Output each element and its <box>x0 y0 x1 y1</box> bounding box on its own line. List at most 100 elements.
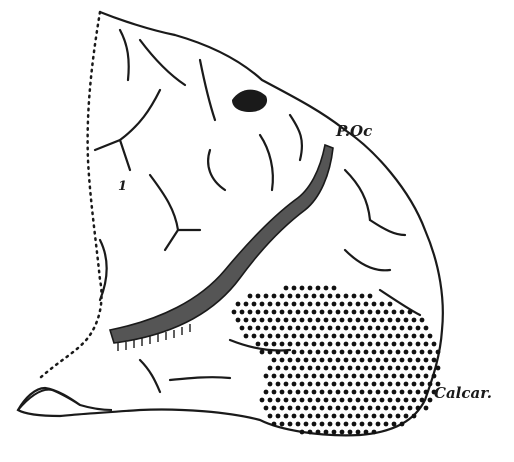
stipple-dot <box>288 342 293 347</box>
stipple-dot <box>376 374 381 379</box>
stipple-dot <box>276 398 281 403</box>
stipple-dot <box>372 382 377 387</box>
stipple-dot <box>392 406 397 411</box>
stipple-dot <box>284 286 289 291</box>
stipple-dot <box>344 406 349 411</box>
stipple-dot <box>340 398 345 403</box>
hemisphere-outline <box>18 12 443 435</box>
stipple-dot <box>268 414 273 419</box>
stipple-dot <box>352 358 357 363</box>
stipple-dot <box>340 382 345 387</box>
stipple-dot <box>256 310 261 315</box>
stipple-dot <box>248 326 253 331</box>
stipple-dot <box>320 358 325 363</box>
stipple-dot <box>328 358 333 363</box>
dark-patch <box>232 90 267 112</box>
stipple-dot <box>320 310 325 315</box>
stipple-dot <box>284 382 289 387</box>
stipple-dot <box>428 366 433 371</box>
stipple-dot <box>336 390 341 395</box>
stipple-dot <box>388 318 393 323</box>
stipple-dot <box>396 366 401 371</box>
stipple-dot <box>412 414 417 419</box>
stipple-dot <box>384 406 389 411</box>
stipple-dot <box>280 326 285 331</box>
stipple-dot <box>272 326 277 331</box>
stipple-dot <box>336 374 341 379</box>
stipple-dot <box>356 302 361 307</box>
stipple-dot <box>276 318 281 323</box>
stipple-dot <box>288 374 293 379</box>
stipple-dot <box>344 294 349 299</box>
stipple-dot <box>276 334 281 339</box>
stipple-dot <box>344 390 349 395</box>
stipple-dot <box>340 334 345 339</box>
stipple-dot <box>332 318 337 323</box>
stipple-dot <box>284 366 289 371</box>
stipple-dot <box>400 326 405 331</box>
stipple-dot <box>380 334 385 339</box>
stipple-dot <box>396 334 401 339</box>
stipple-dot <box>236 318 241 323</box>
stipple-dot <box>308 366 313 371</box>
stipple-dot <box>288 326 293 331</box>
stipple-dot <box>284 414 289 419</box>
stipple-dot <box>336 310 341 315</box>
stipple-dot <box>348 334 353 339</box>
stipple-dot <box>300 318 305 323</box>
stipple-dot <box>392 390 397 395</box>
stipple-dot <box>324 366 329 371</box>
stipple-dot <box>372 302 377 307</box>
stipple-dot <box>296 342 301 347</box>
stipple-dot <box>352 406 357 411</box>
stipple-dot <box>384 310 389 315</box>
stipple-dot <box>252 334 257 339</box>
stipple-dot <box>372 414 377 419</box>
stipple-dot <box>324 334 329 339</box>
stipple-dot <box>312 422 317 427</box>
stipple-dot <box>412 366 417 371</box>
stipple-dot <box>280 374 285 379</box>
stipple-dot <box>304 390 309 395</box>
stipple-dot <box>328 294 333 299</box>
stipple-dot <box>404 398 409 403</box>
stipple-dot <box>320 390 325 395</box>
stipple-dot <box>336 358 341 363</box>
stipple-dot <box>280 358 285 363</box>
stipple-dot <box>420 382 425 387</box>
stipple-dot <box>412 334 417 339</box>
stipple-dot <box>284 302 289 307</box>
stipple-dot <box>404 414 409 419</box>
stipple-dot <box>320 294 325 299</box>
stipple-dot <box>348 414 353 419</box>
stipple-dot <box>292 334 297 339</box>
stipple-dot <box>372 334 377 339</box>
stipple-dot <box>404 318 409 323</box>
stipple-dot <box>396 350 401 355</box>
stipple-dot <box>376 390 381 395</box>
stipple-dot <box>392 422 397 427</box>
stipple-dot <box>308 350 313 355</box>
stipple-dot <box>300 350 305 355</box>
stipple-dot <box>388 350 393 355</box>
stipple-dot <box>364 334 369 339</box>
stipple-dot <box>416 326 421 331</box>
stipple-dot <box>264 406 269 411</box>
stipple-dot <box>312 374 317 379</box>
stipple-dot <box>256 326 261 331</box>
stipple-dot <box>364 302 369 307</box>
stipple-dot <box>380 366 385 371</box>
stipple-dot <box>272 294 277 299</box>
stipple-dot <box>424 374 429 379</box>
stipple-dot <box>272 406 277 411</box>
stipple-dot <box>292 318 297 323</box>
stipple-dot <box>272 310 277 315</box>
stipple-dot <box>332 414 337 419</box>
stipple-dot <box>336 294 341 299</box>
stipple-dot <box>360 374 365 379</box>
stipple-dot <box>320 422 325 427</box>
stipple-dot <box>392 358 397 363</box>
stipple-dot <box>248 294 253 299</box>
stipple-dot <box>396 318 401 323</box>
stipple-dot <box>380 302 385 307</box>
